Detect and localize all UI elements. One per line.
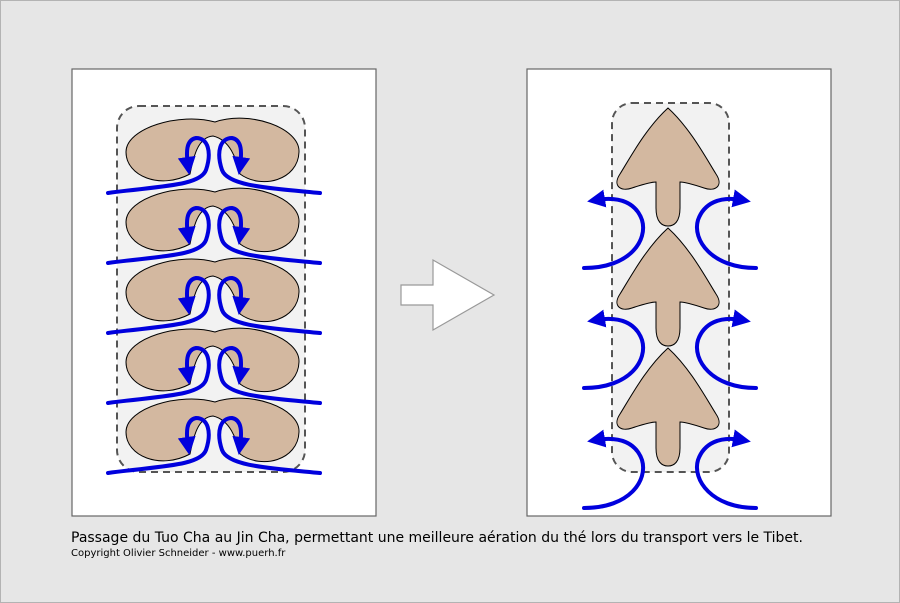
airflow-arrow [217,415,322,475]
copyright-text: Copyright Olivier Schneider - www.puerh.… [71,548,286,559]
jin-cha-unit [582,107,758,270]
airflow-arrow [217,205,322,265]
tuo-cha-stack [106,117,322,475]
airflow-arrow [106,135,211,195]
airflow-arrow [694,429,758,510]
airflow-arrow [694,189,758,270]
tuo-cha-brick [125,327,300,393]
airflow-arrow [106,275,211,335]
tuo-cha-unit [106,187,322,265]
tuo-cha-brick [125,257,300,323]
jin-cha-brick [616,227,720,347]
airflow-arrow [694,309,758,390]
airflow-arrow [106,205,211,265]
tuo-cha-unit [106,257,322,335]
tuo-cha-brick [125,187,300,253]
airflow-arrow [582,189,646,270]
jin-cha-stack [582,107,758,510]
caption-text: Passage du Tuo Cha au Jin Cha, permettan… [71,530,803,546]
airflow-arrow [217,275,322,335]
jin-cha-brick [616,347,720,467]
tuo-cha-unit [106,397,322,475]
tuo-cha-unit [106,327,322,405]
airflow-arrow [582,429,646,510]
jin-cha-unit [582,227,758,390]
transition-arrow [400,258,496,332]
airflow-arrow [582,309,646,390]
airflow-arrow [217,345,322,405]
airflow-arrow [106,415,211,475]
tuo-cha-brick [125,117,300,183]
tuo-cha-unit [106,117,322,195]
airflow-arrow [217,135,322,195]
airflow-arrow [106,345,211,405]
jin-cha-unit [582,347,758,510]
jin-cha-brick [616,107,720,227]
tuo-cha-brick [125,397,300,463]
